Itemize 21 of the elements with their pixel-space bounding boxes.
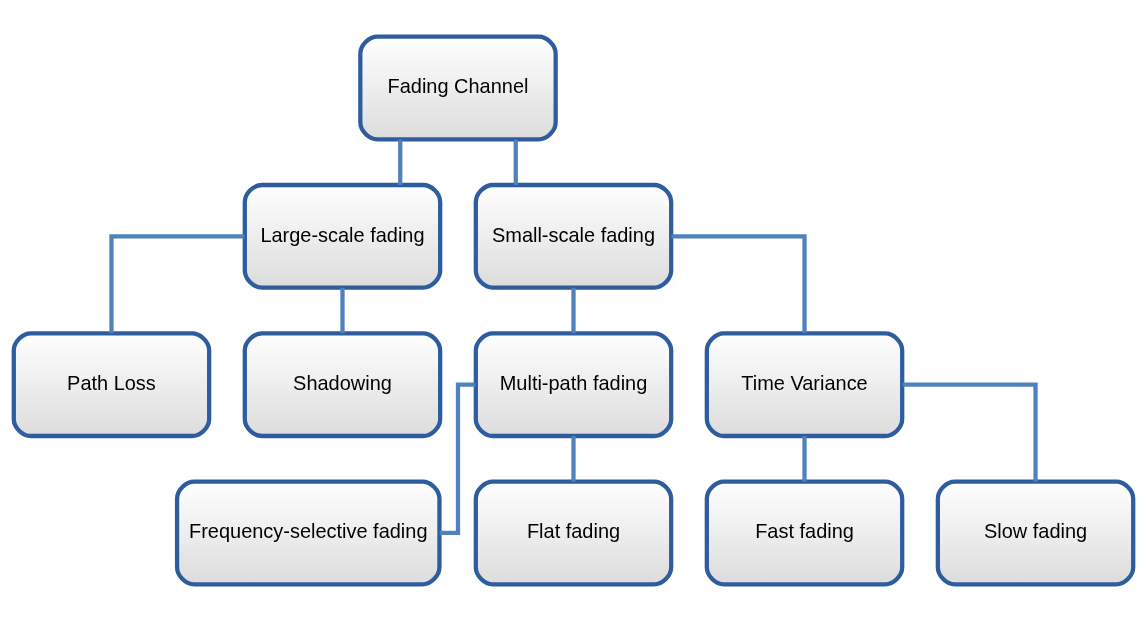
node-box: Large-scale fading xyxy=(242,182,443,290)
node-box: Frequency-selective fading xyxy=(174,479,442,587)
connector xyxy=(802,436,807,482)
node-box: Path Loss xyxy=(11,331,212,439)
connector xyxy=(109,234,245,334)
node-box: Flat fading xyxy=(473,479,674,587)
connector xyxy=(571,436,576,482)
node-box: Time Variance xyxy=(704,331,905,439)
node-box: Multi-path fading xyxy=(473,331,674,439)
node-box: Small-scale fading xyxy=(473,182,674,290)
connector xyxy=(398,139,403,185)
connector xyxy=(902,382,1038,482)
node-box: Fast fading xyxy=(704,479,905,587)
node-box: Slow fading xyxy=(935,479,1136,587)
node-box: Shadowing xyxy=(242,331,443,439)
connector xyxy=(571,287,576,334)
connector xyxy=(671,234,807,334)
connector xyxy=(340,287,345,334)
connector xyxy=(439,382,476,536)
node-box: Fading Channel xyxy=(358,34,558,142)
connector xyxy=(513,139,518,185)
